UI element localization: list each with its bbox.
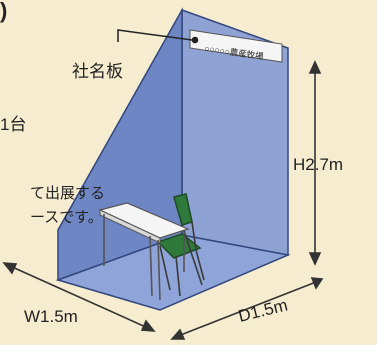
folding-chair — [156, 193, 205, 297]
height-label: H2.7m — [293, 155, 343, 174]
booth-floor — [55, 234, 291, 311]
height-dimension-line — [308, 60, 322, 266]
depth-label: D1.5m — [236, 295, 289, 326]
sign-dot-icon — [191, 36, 199, 44]
table — [98, 202, 190, 301]
width-dimension-line — [2, 262, 156, 332]
text-fragment-3: ースです。 — [30, 209, 103, 226]
width-label: W1.5m — [24, 307, 78, 326]
top-left-glyph: ) — [0, 0, 7, 23]
nameplate-label: 社名板 — [72, 62, 123, 81]
text-fragment-2: て出展する — [30, 185, 105, 202]
text-fragment-1: 1台 — [0, 115, 26, 134]
nameplate-callout-line — [117, 29, 193, 42]
depth-dimension-line — [170, 277, 324, 340]
